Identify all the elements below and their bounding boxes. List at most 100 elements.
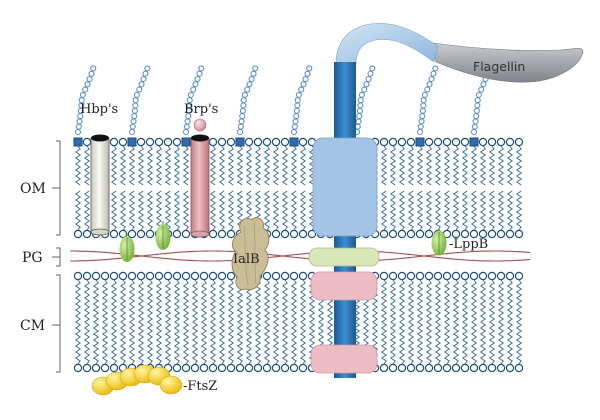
cm-lipid-tail xyxy=(479,279,487,323)
om-lipid-head xyxy=(307,229,317,239)
lps-sugar-bead xyxy=(369,65,376,72)
lps-sugar-bead xyxy=(138,81,145,88)
cm-lipid-head xyxy=(208,363,218,373)
om-lipid-head xyxy=(127,229,137,239)
lps-sugar-bead xyxy=(295,91,302,98)
om-lipid-head xyxy=(397,137,407,147)
cm-bracket xyxy=(56,274,61,373)
om-lipid-tail xyxy=(506,190,514,231)
ftsz-filament xyxy=(91,364,183,396)
om-lps-anchor xyxy=(73,137,83,147)
cm-lipid-tail xyxy=(245,321,253,365)
om-lipid-head xyxy=(451,137,461,147)
om-lipid-head xyxy=(136,229,146,239)
om-lipid-head xyxy=(397,229,407,239)
om-lipid-tail xyxy=(128,190,136,231)
om-lipid-tail xyxy=(254,145,262,186)
cm-lipid-head xyxy=(505,363,515,373)
cm-lipid-tail xyxy=(398,279,406,323)
cm-lipid-tail xyxy=(272,321,280,365)
cm-lipid-head xyxy=(469,271,479,281)
cm-lipid-tail xyxy=(110,279,118,323)
lps-sugar-bead xyxy=(367,70,374,77)
om-lipid-head xyxy=(298,229,308,239)
cm-lipid-tail xyxy=(83,279,91,323)
om-lipid-tail xyxy=(407,190,415,231)
cm-lipid-head xyxy=(82,271,92,281)
om-lipid-tail xyxy=(389,190,397,231)
om-lipid-tail xyxy=(407,145,415,186)
cm-lipid-tail xyxy=(155,279,163,323)
om-lipid-head xyxy=(271,137,281,147)
lps-chain xyxy=(128,65,151,136)
cm-lipid-head xyxy=(235,363,245,373)
cm-lipid-tail xyxy=(254,321,262,365)
lps-sugar-bead xyxy=(74,128,82,136)
lps-chain xyxy=(353,65,376,136)
om-lipid-head xyxy=(82,229,92,239)
om-lipid-head xyxy=(460,229,470,239)
cm-lipid-head xyxy=(253,363,263,373)
cm-lipid-tail xyxy=(380,279,388,323)
layer-brackets xyxy=(52,140,61,373)
lps-sugar-bead xyxy=(356,107,363,114)
cm-lipid-tail xyxy=(497,279,505,323)
om-lipid-tail xyxy=(506,145,514,186)
cm-lipid-head xyxy=(478,271,488,281)
cm-lipid-head xyxy=(442,363,452,373)
om-lipid-tail xyxy=(443,190,451,231)
cm-lipid-tail xyxy=(146,321,154,365)
om-lipid-tail xyxy=(461,145,469,186)
lppb-protein xyxy=(431,229,447,256)
cm-lipid-tail xyxy=(101,321,109,365)
om-lipid-tail xyxy=(218,190,226,231)
lps-sugar-bead xyxy=(428,75,435,83)
cm-lipid-tail xyxy=(110,321,118,365)
cm-lipid-head xyxy=(406,363,416,373)
om-lipid-tail xyxy=(443,145,451,186)
cm-lipid-head xyxy=(442,271,452,281)
lps-sugar-bead xyxy=(300,81,307,88)
om-lipid-tail xyxy=(83,145,91,186)
om-lipid-tail xyxy=(272,190,280,231)
cm-lipid-head xyxy=(424,271,434,281)
lps-chains xyxy=(74,65,493,136)
om-lipid-tail xyxy=(425,190,433,231)
om-lipid-head xyxy=(109,229,119,239)
om-lipid-head xyxy=(469,229,479,239)
om-lipid-tail xyxy=(416,190,424,231)
cm-lipid-tail xyxy=(119,321,127,365)
brp-bound-ball xyxy=(193,118,207,132)
lps-sugar-bead xyxy=(131,113,138,120)
om-lipid-tail xyxy=(470,190,478,231)
lps-sugar-bead xyxy=(418,118,425,125)
om-lipid-head xyxy=(415,229,425,239)
cm-lipid-head xyxy=(379,271,389,281)
cm-lipid-tail xyxy=(155,321,163,365)
cm-lipid-head xyxy=(127,271,137,281)
om-lipid-head xyxy=(478,137,488,147)
cm-lipid-head xyxy=(271,271,281,281)
cm-lipid-tail xyxy=(506,279,514,323)
cm-lipid-tail xyxy=(173,279,181,323)
om-lipid-head xyxy=(253,137,263,147)
lps-sugar-bead xyxy=(192,81,199,88)
om-lipid-head xyxy=(433,137,443,147)
lps-sugar-bead xyxy=(416,128,424,136)
cm-lipid-head xyxy=(100,271,110,281)
brp-label: Brp's xyxy=(184,102,218,117)
om-lipid-tail xyxy=(182,145,190,186)
om-lipid-head xyxy=(244,137,254,147)
cm-lipid-tail xyxy=(191,279,199,323)
lps-chain xyxy=(74,65,97,136)
lps-sugar-bead xyxy=(129,123,136,130)
cm-lipid-tail xyxy=(434,321,442,365)
om-lipid-head xyxy=(505,137,515,147)
cm-lipid-head xyxy=(487,363,497,373)
cm-lipid-head xyxy=(298,363,308,373)
cm-lipid-head xyxy=(406,271,416,281)
om-lipid-tail xyxy=(146,145,154,186)
cm-lipid-head xyxy=(280,271,290,281)
om-lipid-tail xyxy=(470,145,478,186)
lps-sugar-bead xyxy=(424,86,431,93)
